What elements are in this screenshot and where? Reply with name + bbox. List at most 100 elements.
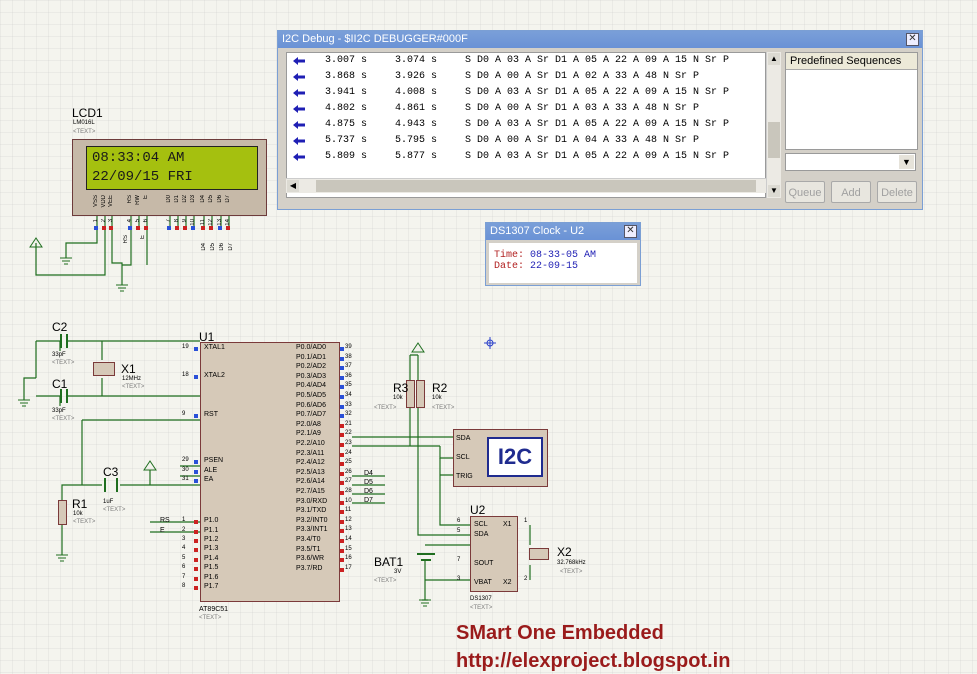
u1-pin-name: P1.2 (204, 536, 219, 543)
pin-marker (218, 226, 222, 230)
pin-marker (194, 479, 198, 483)
footer-url[interactable]: http://elexproject.blogspot.in (456, 650, 731, 672)
u1-pin-number: 33 (345, 401, 352, 408)
r3-resistor[interactable] (406, 380, 415, 408)
pin-marker (167, 226, 171, 230)
x1-crystal[interactable] (93, 362, 115, 376)
u1-pin-name: P3.6/WR (296, 555, 325, 563)
lcd-screen: 08:33:04 AM 22/09/15 FRI (86, 146, 258, 190)
probe-scl-label: SCL (456, 454, 470, 461)
r2-resistor[interactable] (416, 380, 425, 408)
i2c-debugger-probe[interactable]: I2C SDA SCL TRIG (453, 429, 548, 487)
bat1-plate[interactable] (417, 553, 435, 555)
bat1-text-tag: <TEXT> (374, 578, 397, 584)
u1-pin-name: P1.0 (204, 517, 219, 524)
u2-x1-label: X1 (503, 521, 512, 528)
i2c-debug-titlebar[interactable]: I2C Debug - $II2C DEBUGGER#000F ✕ (278, 31, 922, 48)
u1-pin-name: P3.7/RD (296, 564, 323, 572)
r3-ref: R3 (393, 381, 409, 395)
pin-marker (340, 433, 344, 438)
log-end-time: 5.795 s (395, 135, 438, 146)
u1-pin-number: 11 (345, 507, 352, 514)
log-sequence: S D0 A 00 A Sr D1 A 03 A 33 A 48 N Sr P (465, 103, 700, 114)
bat1-ref: BAT1 (374, 555, 404, 569)
r2-text-tag: <TEXT> (432, 405, 455, 411)
predefined-sequences-header[interactable]: Predefined Sequences (786, 53, 917, 70)
log-start-time: 3.941 s (325, 87, 368, 98)
u2-sout-label: SOUT (474, 560, 494, 567)
lcd-pin-label: D6 (217, 195, 223, 203)
u2-pin-2: 2 (524, 576, 528, 582)
lcd-bus-e: E (140, 235, 146, 240)
pin-marker (340, 529, 344, 534)
scroll-up-icon[interactable]: ▲ (768, 53, 780, 65)
lcd-pin-label: VDD (101, 195, 107, 208)
chevron-down-icon[interactable]: ▼ (899, 155, 914, 169)
log-start-time: 5.737 s (325, 135, 368, 146)
log-start-time: 4.802 s (325, 103, 368, 114)
log-horizontal-scrollbar[interactable]: ◀ (286, 178, 766, 193)
c2-value: 33pF (52, 352, 66, 358)
scroll-down-icon[interactable]: ▼ (768, 185, 780, 197)
u1-pin-name: XTAL2 (204, 372, 225, 379)
x2-text-tag: <TEXT> (560, 569, 583, 575)
pin-marker (340, 491, 344, 495)
u2-rtc[interactable]: SCL SDA SOUT VBAT X1 X2 (470, 516, 518, 592)
x2-crystal[interactable] (529, 548, 549, 560)
ds1307-titlebar[interactable]: DS1307 Clock - U2 ✕ (486, 223, 640, 240)
log-end-time: 5.877 s (395, 151, 438, 162)
close-icon[interactable]: ✕ (624, 225, 637, 238)
add-button[interactable]: Add (831, 181, 871, 203)
lcd-bus-d6: D6 (219, 243, 225, 251)
close-icon[interactable]: ✕ (906, 33, 919, 46)
u1-microcontroller[interactable] (200, 342, 340, 602)
u1-pin-number: 23 (345, 440, 352, 446)
u1-pin-number: 5 (182, 555, 186, 561)
c3-capacitor[interactable] (104, 478, 118, 492)
pin-marker (209, 226, 213, 230)
sequence-combo[interactable]: ▼ (785, 153, 916, 171)
u1-pin-number: 14 (345, 536, 352, 542)
u1-pin-number: 4 (182, 545, 186, 551)
u1-pin-name: P3.5/T1 (296, 545, 321, 553)
pin-marker (136, 226, 140, 230)
u2-pin-5: 5 (457, 528, 461, 534)
pin-marker (194, 539, 198, 543)
scroll-left-icon[interactable]: ◀ (287, 180, 299, 192)
u1-pin-name: P0.5/AD5 (296, 392, 326, 399)
incoming-arrow-icon (293, 153, 305, 161)
predefined-sequences-list[interactable]: Predefined Sequences (785, 52, 918, 150)
lcd-pin-label: RS (127, 195, 133, 204)
u1-pin-name: P2.1/A9 (296, 430, 321, 438)
u1-pin-number: 30 (182, 467, 189, 473)
hscroll-thumb[interactable] (316, 180, 756, 192)
bat1-value: 3V (394, 569, 402, 575)
c1-text-tag: <TEXT> (52, 416, 75, 422)
i2c-debug-window[interactable]: I2C Debug - $II2C DEBUGGER#000F ✕ 3.007 … (277, 30, 923, 210)
ds1307-clock-window[interactable]: DS1307 Clock - U2 ✕ Time: 08-33-05 AM Da… (485, 222, 641, 286)
queue-button[interactable]: Queue (785, 181, 825, 203)
delete-button[interactable]: Delete (877, 181, 917, 203)
scroll-thumb[interactable] (768, 122, 780, 158)
pin-marker (194, 530, 198, 534)
c2-capacitor[interactable] (60, 334, 68, 348)
u1-part: AT89C51 (199, 606, 229, 613)
pin-marker (175, 226, 179, 230)
c1-capacitor[interactable] (60, 389, 68, 403)
pin-marker (340, 414, 344, 419)
u1-pin-number: 36 (345, 372, 352, 379)
pin-marker (340, 539, 344, 543)
incoming-arrow-icon (293, 57, 305, 65)
log-vertical-scrollbar[interactable]: ▲ ▼ (766, 52, 781, 198)
r1-resistor[interactable] (58, 500, 67, 525)
c2-ref: C2 (52, 320, 68, 334)
